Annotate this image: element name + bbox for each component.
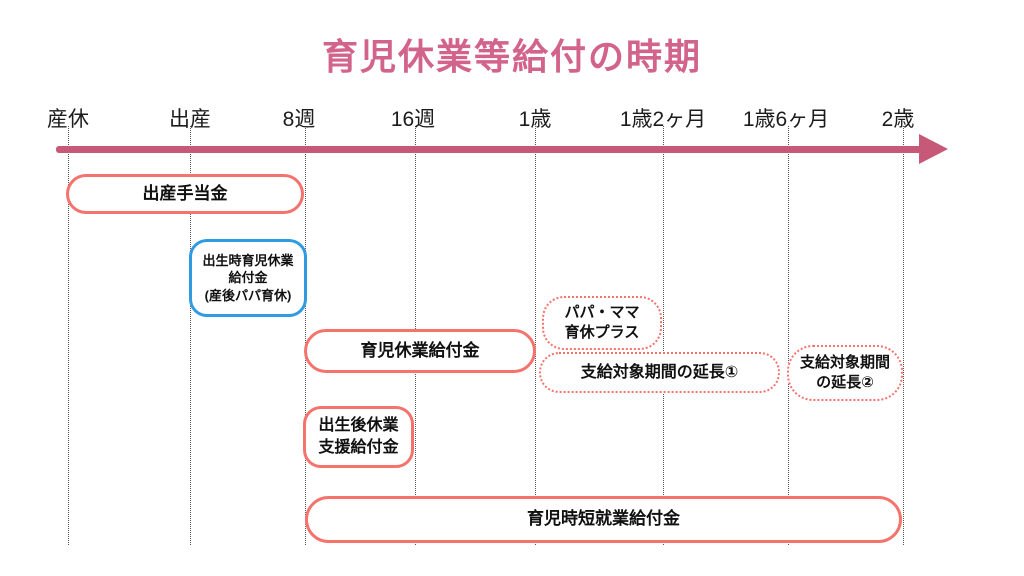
box-postnatal-leave-support-benefit-line2: 支援給付金: [318, 439, 399, 456]
box-childcare-leave-benefit-label: 育児休業給付金: [360, 340, 480, 360]
box-payment-period-extension-1-label: 支給対象期間の延長①: [580, 363, 739, 381]
box-maternity-allowance-label: 出産手当金: [142, 183, 228, 203]
gridline-1year6month: [788, 126, 789, 545]
box-childcare-shortened-work-benefit-label: 育児時短就業給付金: [527, 509, 680, 529]
axis-label-8weeks: 8週: [282, 108, 316, 131]
box-maternity-allowance: 出産手当金: [66, 174, 304, 214]
gridline-sankyu: [68, 126, 69, 545]
box-childcare-leave-benefit: 育児休業給付金: [304, 329, 536, 373]
box-payment-period-extension-1: 支給対象期間の延長①: [539, 352, 780, 393]
gridline-8weeks: [305, 126, 306, 545]
box-postnatal-leave-support-benefit-line1: 出生後休業: [318, 417, 399, 435]
box-childbirth-childcare-leave-benefit-line2: 給付金: [228, 270, 268, 286]
timeline-arrow-line: [56, 146, 924, 153]
box-papa-mama-ikukyu-plus-line2: 育休プラス: [564, 324, 640, 341]
box-childcare-shortened-work-benefit: 育児時短就業給付金: [305, 496, 902, 543]
box-papa-mama-ikukyu-plus-line1: パパ・ママ: [564, 303, 640, 321]
axis-label-shussan: 出産: [169, 108, 211, 131]
axis-label-1year: 1歳: [518, 108, 552, 131]
axis-label-sankyu: 産休: [47, 108, 89, 131]
axis-label-2years: 2歳: [881, 108, 915, 131]
box-papa-mama-ikukyu-plus: パパ・ママ 育休プラス: [542, 296, 662, 350]
axis-label-16weeks: 16週: [390, 108, 436, 131]
timeline-arrow-head-icon: [919, 134, 948, 164]
axis-label-1year2month: 1歳2ヶ月: [619, 108, 707, 131]
gridline-shussan: [190, 126, 191, 545]
axis-label-1year6month: 1歳6ヶ月: [742, 108, 830, 131]
box-payment-period-extension-2: 支給対象期間 の延長②: [787, 345, 903, 401]
box-postnatal-leave-support-benefit: 出生後休業 支援給付金: [303, 406, 414, 468]
box-payment-period-extension-2-line2: の延長②: [816, 374, 874, 391]
box-childbirth-childcare-leave-benefit-line1: 出生時育児休業: [202, 252, 294, 268]
gridline-1year2month: [663, 126, 664, 545]
gridline-2years: [903, 126, 904, 545]
box-payment-period-extension-2-line1: 支給対象期間: [799, 353, 890, 371]
page-title: 育児休業等給付の時期: [321, 36, 702, 77]
gridline-1year: [535, 126, 536, 545]
box-childbirth-childcare-leave-benefit: 出生時育児休業 給付金 (産後パパ育休): [189, 239, 307, 317]
box-childbirth-childcare-leave-benefit-line3: (産後パパ育休): [204, 287, 292, 303]
